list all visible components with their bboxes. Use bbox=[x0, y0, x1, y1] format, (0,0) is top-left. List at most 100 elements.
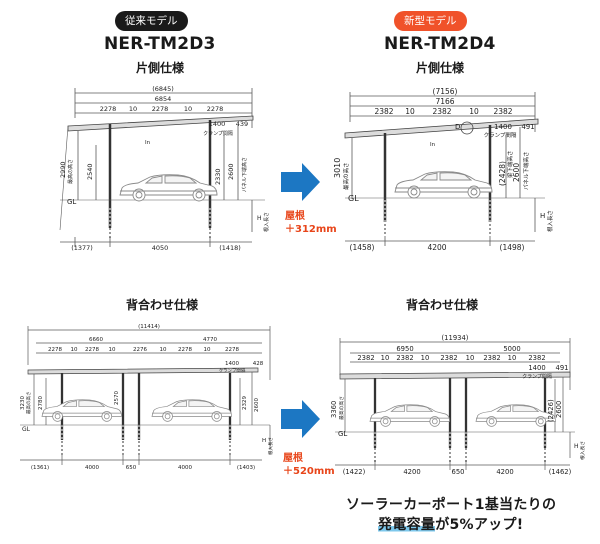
d3-small-2: 428 bbox=[253, 361, 264, 367]
d3-h-a: 2780 bbox=[38, 396, 44, 410]
d4-seg-2: 10 bbox=[381, 354, 390, 362]
d2-seg-3: 2382 bbox=[432, 107, 451, 116]
d2-bottom-3: (1498) bbox=[500, 243, 525, 252]
d4-seg-8: 10 bbox=[508, 354, 517, 362]
d3-seg-7: 2278 bbox=[178, 347, 192, 353]
footer-highlight: 発電容量 bbox=[378, 517, 436, 533]
d4-seg-5: 2382 bbox=[440, 354, 457, 362]
d3-top-dim: (11414) bbox=[138, 324, 160, 330]
d1-clamp: クランプ間隔 bbox=[203, 130, 233, 137]
d2-h-in: (2428) bbox=[498, 161, 507, 186]
d2-h-right: 2600 bbox=[512, 163, 521, 182]
d2-h: H bbox=[540, 212, 545, 220]
roof-increase-top-value: ＋312mm bbox=[285, 224, 337, 235]
d4-bottom-4: 4200 bbox=[496, 468, 513, 476]
d3-h-left: 3230 bbox=[20, 396, 26, 410]
d4-h-left: 3360 bbox=[330, 401, 338, 418]
d3-labels: (11414) 6660 4770 2278 10 2278 10 2276 1… bbox=[20, 324, 274, 471]
d3-seg-3: 2278 bbox=[85, 347, 99, 353]
d4-seg-7: 2382 bbox=[483, 354, 500, 362]
d2-depth: 根入長さ bbox=[546, 210, 554, 232]
d1-total-dim: 6854 bbox=[155, 95, 172, 103]
d1-small-1: 1400 bbox=[209, 120, 226, 128]
d4-bottom-1: (1422) bbox=[343, 468, 366, 476]
d3-seg-9: 2278 bbox=[225, 347, 239, 353]
d3-bottom-3: 650 bbox=[126, 465, 137, 471]
d3-seg-1: 2278 bbox=[48, 347, 62, 353]
d4-seg-6: 10 bbox=[466, 354, 475, 362]
d2-h-left-label: 最高の高さ bbox=[342, 162, 350, 190]
d3-bottom-4: 4000 bbox=[178, 465, 192, 471]
d2-seg-4: 10 bbox=[469, 107, 479, 116]
d2-in-mark: In bbox=[430, 142, 436, 148]
d1-seg-2: 10 bbox=[129, 105, 137, 113]
d3-span-b: 4770 bbox=[203, 337, 217, 343]
roof-increase-bottom-label: 屋根 bbox=[283, 453, 303, 464]
roof-increase-top-label: 屋根 bbox=[285, 211, 305, 222]
d2-total-dim: 7166 bbox=[435, 97, 454, 106]
d1-top-dim: (6845) bbox=[152, 85, 174, 93]
roof-increase-bottom: 屋根 ＋520mm bbox=[283, 452, 335, 478]
d2-small-1: 1400 bbox=[494, 123, 512, 131]
d2-bottom-2: 4200 bbox=[427, 243, 446, 252]
d1-labels: (6845) 6854 2278 10 2278 10 2278 1400 43… bbox=[59, 85, 270, 252]
d4-top-dim: (11934) bbox=[442, 334, 469, 342]
d2-small-2: 491 bbox=[521, 123, 534, 131]
d2-seg-1: 2382 bbox=[374, 107, 393, 116]
d1-seg-1: 2278 bbox=[100, 105, 117, 113]
d3-seg-6: 10 bbox=[160, 347, 167, 353]
d3-bottom-1: (1361) bbox=[31, 465, 49, 471]
diagram-old-single bbox=[59, 88, 265, 247]
d4-gl: GL bbox=[338, 430, 347, 438]
d1-depth: 根入長さ bbox=[263, 212, 270, 232]
back-to-back-title-new: 背合わせ仕様 bbox=[406, 298, 479, 312]
d4-bottom-2: 4200 bbox=[403, 468, 420, 476]
diagram-new-single bbox=[344, 92, 545, 246]
d2-seg-5: 2382 bbox=[493, 107, 512, 116]
d1-h-left-label: 最高の高さ bbox=[67, 159, 74, 184]
d4-h-left-label: 最高の高さ bbox=[338, 396, 345, 420]
d3-h-c: 2329 bbox=[242, 396, 248, 410]
d1-h-mid: 2540 bbox=[86, 163, 94, 180]
roof-increase-bottom-value: ＋520mm bbox=[283, 466, 335, 477]
old-model-name: NER-TM2D3 bbox=[104, 34, 216, 54]
d3-seg-8: 10 bbox=[204, 347, 211, 353]
diagram-old-back-to-back bbox=[20, 326, 271, 465]
d4-small-1: 1400 bbox=[528, 364, 545, 372]
d3-span-a: 6660 bbox=[89, 337, 103, 343]
d2-top-dim: (7156) bbox=[433, 87, 458, 96]
d4-seg-4: 10 bbox=[421, 354, 430, 362]
d2-h-left: 3010 bbox=[333, 158, 342, 178]
new-model-name: NER-TM2D4 bbox=[384, 34, 496, 54]
d3-h: H bbox=[262, 438, 266, 444]
d3-depth: 根入長さ bbox=[267, 437, 274, 455]
footer-line-2: 発電容量が5%アップ! bbox=[378, 514, 523, 534]
d1-h-right: 2600 bbox=[227, 163, 235, 180]
d3-bottom-2: 4000 bbox=[85, 465, 99, 471]
d4-bottom-5: (1462) bbox=[549, 468, 572, 476]
diagram-new-back-to-back bbox=[335, 338, 575, 470]
d3-gl: GL bbox=[22, 426, 31, 433]
back-to-back-title-old: 背合わせ仕様 bbox=[126, 298, 199, 312]
d1-bottom-1: (1377) bbox=[71, 244, 93, 252]
d4-h-right: 2600 bbox=[555, 401, 563, 418]
arrow-right-icon bbox=[281, 400, 320, 438]
d4-small-2: 491 bbox=[556, 364, 569, 372]
old-model-tag: 従来モデル bbox=[115, 11, 188, 31]
d4-depth: 根入長さ bbox=[579, 441, 586, 460]
d4-bottom-3: 650 bbox=[452, 468, 465, 476]
d3-clamp: クランプ間隔 bbox=[219, 367, 246, 374]
d2-bottom-1: (1458) bbox=[350, 243, 375, 252]
d3-bottom-5: (1403) bbox=[237, 465, 255, 471]
d4-h: H bbox=[574, 443, 579, 450]
d2-labels: (7156) 7166 2382 10 2382 10 2382 1400 49… bbox=[333, 87, 554, 252]
d1-seg-3: 2278 bbox=[152, 105, 169, 113]
roof-increase-top: 屋根 ＋312mm bbox=[285, 210, 337, 236]
d3-seg-2: 10 bbox=[71, 347, 78, 353]
d1-h-right-label: パネル下端高さ bbox=[241, 157, 248, 192]
d1-gl: GL bbox=[67, 198, 76, 206]
d3-seg-5: 2276 bbox=[133, 347, 147, 353]
d2-gl: GL bbox=[348, 194, 359, 203]
d1-bottom-3: (1418) bbox=[219, 244, 241, 252]
